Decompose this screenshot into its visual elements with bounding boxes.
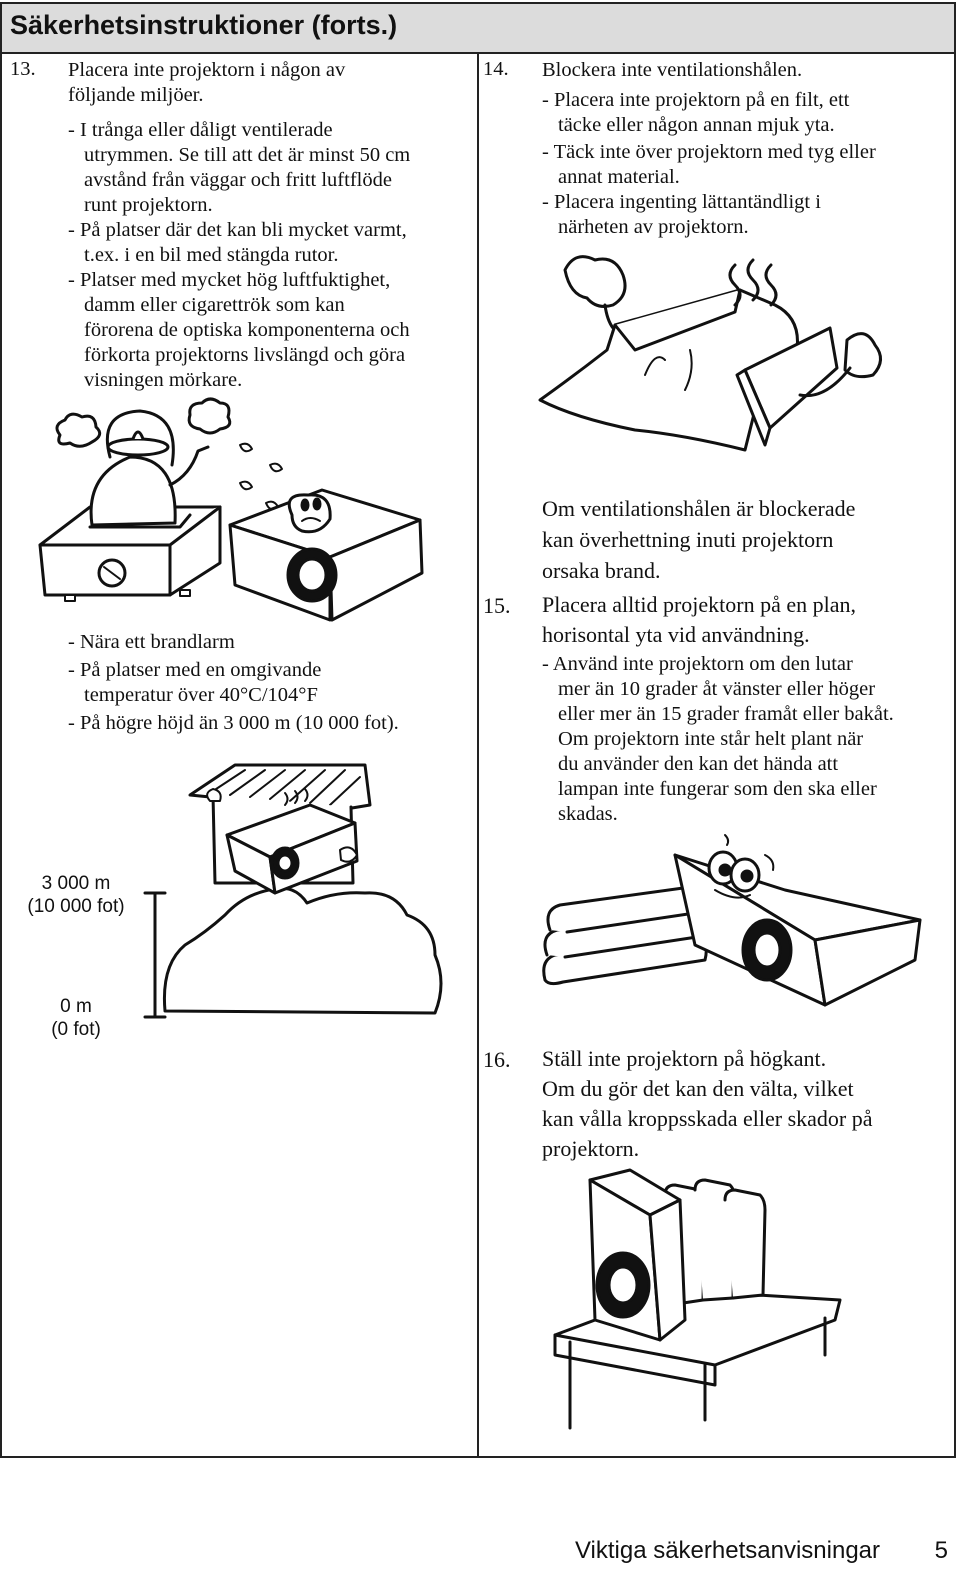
item-13-bullet-1: - I trånga eller dåligt ventilerade utry… bbox=[68, 119, 411, 216]
item-15-bullet-1: - Använd inte projektorn om den lutar me… bbox=[542, 653, 894, 825]
item-13-number: 13. bbox=[10, 58, 36, 80]
kettle-stove-illustration bbox=[38, 397, 424, 622]
item-14-title: Blockera inte ventilationshålen. bbox=[542, 59, 803, 81]
item-15-number: 15. bbox=[483, 593, 511, 618]
page-header: Säkerhetsinstruktioner (forts.) bbox=[0, 2, 956, 54]
item-13-bullet-3: - Platser med mycket hög luftfuktighet, … bbox=[68, 269, 410, 391]
item-13-bullets-2: - Nära ett brandlarm - På platser med en… bbox=[68, 631, 399, 734]
page-title: Säkerhetsinstruktioner (forts.) bbox=[10, 10, 398, 40]
covered-projector-illustration bbox=[538, 255, 882, 452]
item-14-bullet-1: - Placera inte projektorn på en filt, et… bbox=[542, 89, 850, 136]
altitude-bottom-label: 0 m (0 fot) bbox=[51, 996, 101, 1040]
item-16-number: 16. bbox=[483, 1047, 511, 1072]
item-14-note: Om ventilationshålen är blockerade kan ö… bbox=[542, 496, 856, 583]
page-number: 5 bbox=[934, 1537, 948, 1564]
item-14-bullet-2: - Täck inte över projektorn med tyg elle… bbox=[542, 141, 876, 188]
item-14-number: 14. bbox=[483, 58, 509, 80]
column-divider bbox=[477, 52, 479, 1458]
mountain-altitude-illustration bbox=[143, 763, 443, 1019]
footer-section-title: Viktiga säkerhetsanvisningar bbox=[574, 1537, 880, 1564]
altitude-top-label: 3 000 m (10 000 fot) bbox=[27, 873, 125, 917]
item-13-text: Placera inte projektorn i någon av följa… bbox=[68, 59, 346, 106]
item-14-bullet-3: - Placera ingenting lättantändligt i när… bbox=[542, 191, 821, 238]
item-13-bullet-2: - På platser där det kan bli mycket varm… bbox=[68, 219, 407, 266]
upright-projector-illustration bbox=[553, 1168, 842, 1430]
item-15-text: Placera alltid projektorn på en plan, ho… bbox=[542, 592, 856, 647]
item-16-text: Ställ inte projektorn på högkant. Om du … bbox=[542, 1046, 873, 1161]
tilted-projector-illustration bbox=[542, 834, 922, 1007]
